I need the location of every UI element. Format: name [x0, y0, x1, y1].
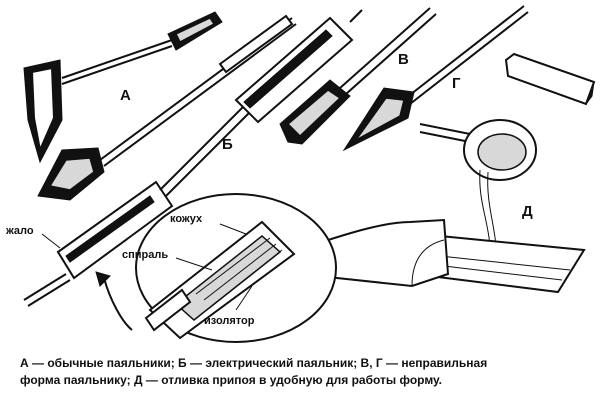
- label-b: Б: [222, 136, 233, 153]
- solder-bar: [504, 52, 596, 106]
- leader-lines: [41, 223, 253, 311]
- soldering-iron-b-electric: [23, 9, 363, 307]
- cutaway-inset: [95, 193, 337, 343]
- label-g: Г: [452, 75, 461, 92]
- soldering-iron-illustration: А Б В Г Д жало кожух спираль изолятор: [6, 5, 596, 343]
- soldering-iron-pointed: [37, 14, 297, 201]
- solder-casting-d: [314, 119, 586, 294]
- soldering-iron-a-hatchet: [23, 11, 223, 164]
- caption-line-2: форма паяльнику; Д — отливка припоя в уд…: [20, 373, 442, 387]
- figure-caption: А — обычные паяльники; Б — электрический…: [20, 355, 600, 389]
- label-kozhukh: кожух: [170, 213, 203, 225]
- soldering-iron-v-wrong: [279, 7, 437, 145]
- label-zhalo: жало: [6, 225, 34, 237]
- label-spiral: спираль: [122, 249, 169, 261]
- label-v: В: [398, 51, 409, 68]
- label-izolyator: изолятор: [204, 315, 255, 327]
- label-a: А: [120, 87, 131, 104]
- soldering-iron-g-wrong: [342, 5, 529, 152]
- caption-line-1: А — обычные паяльники; Б — электрический…: [20, 356, 488, 370]
- label-d: Д: [522, 203, 533, 220]
